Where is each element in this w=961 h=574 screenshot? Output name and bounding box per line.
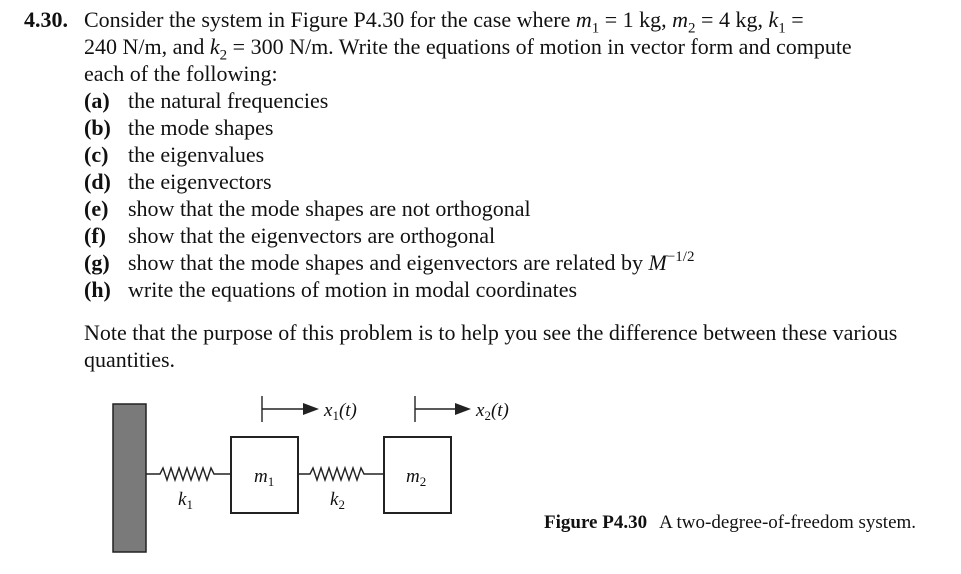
x1-label: x1(t) bbox=[323, 400, 357, 423]
part-e: (e)show that the mode shapes are not ort… bbox=[84, 196, 531, 221]
spring-k1-label: k1 bbox=[178, 489, 193, 512]
problem-parts-list: (a)the natural frequencies (b)the mode s… bbox=[84, 87, 924, 303]
part-b: (b)the mode shapes bbox=[84, 115, 274, 140]
x1-arrow-head bbox=[303, 403, 319, 415]
problem-intro: 4.30.Consider the system in Figure P4.30… bbox=[24, 7, 804, 37]
spring-k2-label: k2 bbox=[330, 489, 345, 512]
x2-arrow-head bbox=[455, 403, 471, 415]
part-d: (d)the eigenvectors bbox=[84, 169, 272, 194]
spring-k2 bbox=[298, 465, 384, 483]
part-a: (a)the natural frequencies bbox=[84, 88, 329, 113]
problem-number: 4.30. bbox=[24, 7, 68, 32]
part-c: (c)the eigenvalues bbox=[84, 142, 265, 167]
figure-caption: Figure P4.30 A two-degree-of-freedom syst… bbox=[544, 510, 934, 536]
spring-k1 bbox=[146, 465, 231, 483]
mass-m1-label: m1 bbox=[254, 466, 274, 489]
fixed-wall bbox=[112, 403, 147, 553]
caption-title: Figure P4.30 bbox=[544, 512, 648, 533]
part-f: (f)show that the eigenvectors are orthog… bbox=[84, 223, 496, 248]
problem-intro-line-2: 240 N/m, and k2 = 300 N/m. Write the equ… bbox=[84, 34, 852, 64]
part-h: (h)write the equations of motion in moda… bbox=[84, 277, 578, 302]
problem-intro-line-3: each of the following: bbox=[84, 61, 278, 86]
part-g: (g)show that the mode shapes and eigenve… bbox=[84, 249, 695, 276]
caption-text: A two-degree-of-freedom system. bbox=[659, 512, 917, 533]
mass-m2-label: m2 bbox=[406, 466, 426, 489]
problem-statement: 4.30.Consider the system in Figure P4.30… bbox=[24, 6, 924, 373]
mass-m2-block bbox=[383, 436, 452, 514]
problem-note: Note that the purpose of this problem is… bbox=[84, 320, 898, 372]
mass-m1-block bbox=[230, 436, 299, 514]
x2-label: x2(t) bbox=[475, 400, 509, 423]
